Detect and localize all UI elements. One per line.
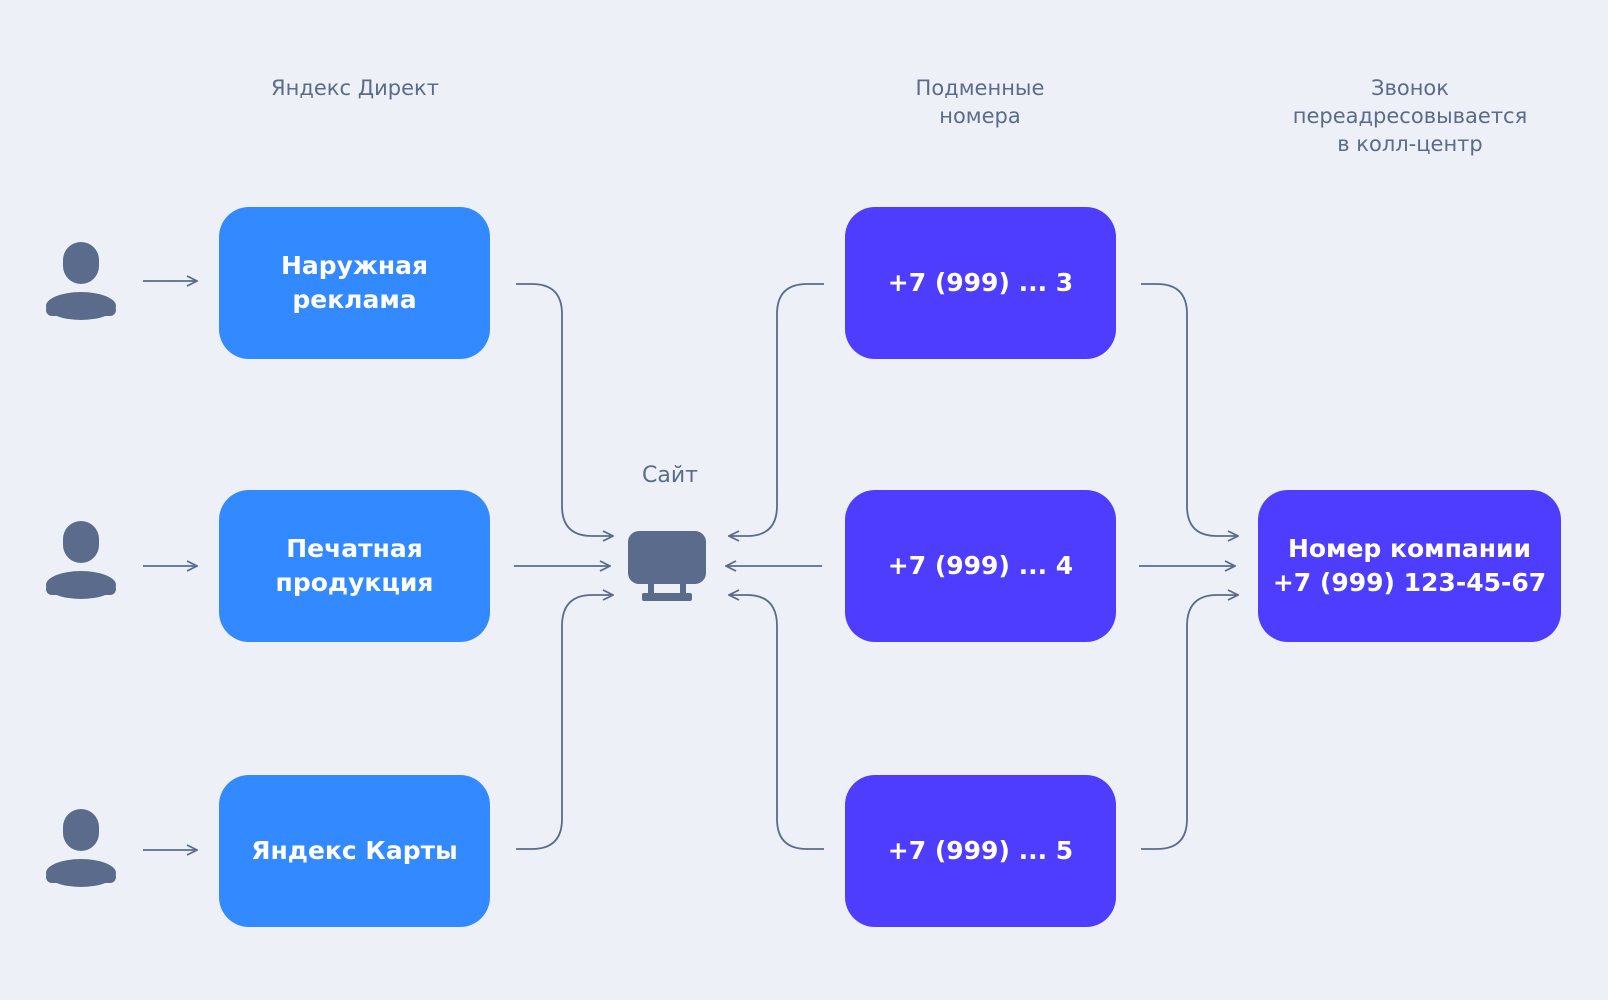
source-to-site-1 (516, 283, 613, 536)
user-icon (46, 809, 116, 887)
site-label: Сайт (642, 463, 698, 488)
header-numbers: Подменные номера (915, 76, 1045, 128)
source-box-print: Печатная продукция (219, 490, 490, 642)
monitor-icon (628, 531, 706, 601)
source-box-maps: Яндекс Карты (219, 775, 490, 927)
source-to-site-3 (516, 595, 613, 850)
header-sources: Яндекс Директ (271, 76, 439, 100)
company-number-box: Номер компании +7 (999) 123-45-67 (1258, 490, 1561, 642)
number-box-3: +7 (999) ... 3 (845, 207, 1116, 359)
user-icon (46, 242, 116, 320)
number-to-site-3 (729, 595, 824, 850)
number-box-4: +7 (999) ... 4 (845, 490, 1116, 642)
number-to-site-1 (729, 283, 824, 536)
user-icon (46, 521, 116, 599)
number-to-company-1 (1141, 283, 1238, 536)
number-to-company-3 (1141, 595, 1238, 850)
number-box-5: +7 (999) ... 5 (845, 775, 1116, 927)
header-forward: Звонок переадресовывается в колл-центр (1292, 76, 1528, 156)
source-box-outdoor: Наружная реклама (219, 207, 490, 359)
